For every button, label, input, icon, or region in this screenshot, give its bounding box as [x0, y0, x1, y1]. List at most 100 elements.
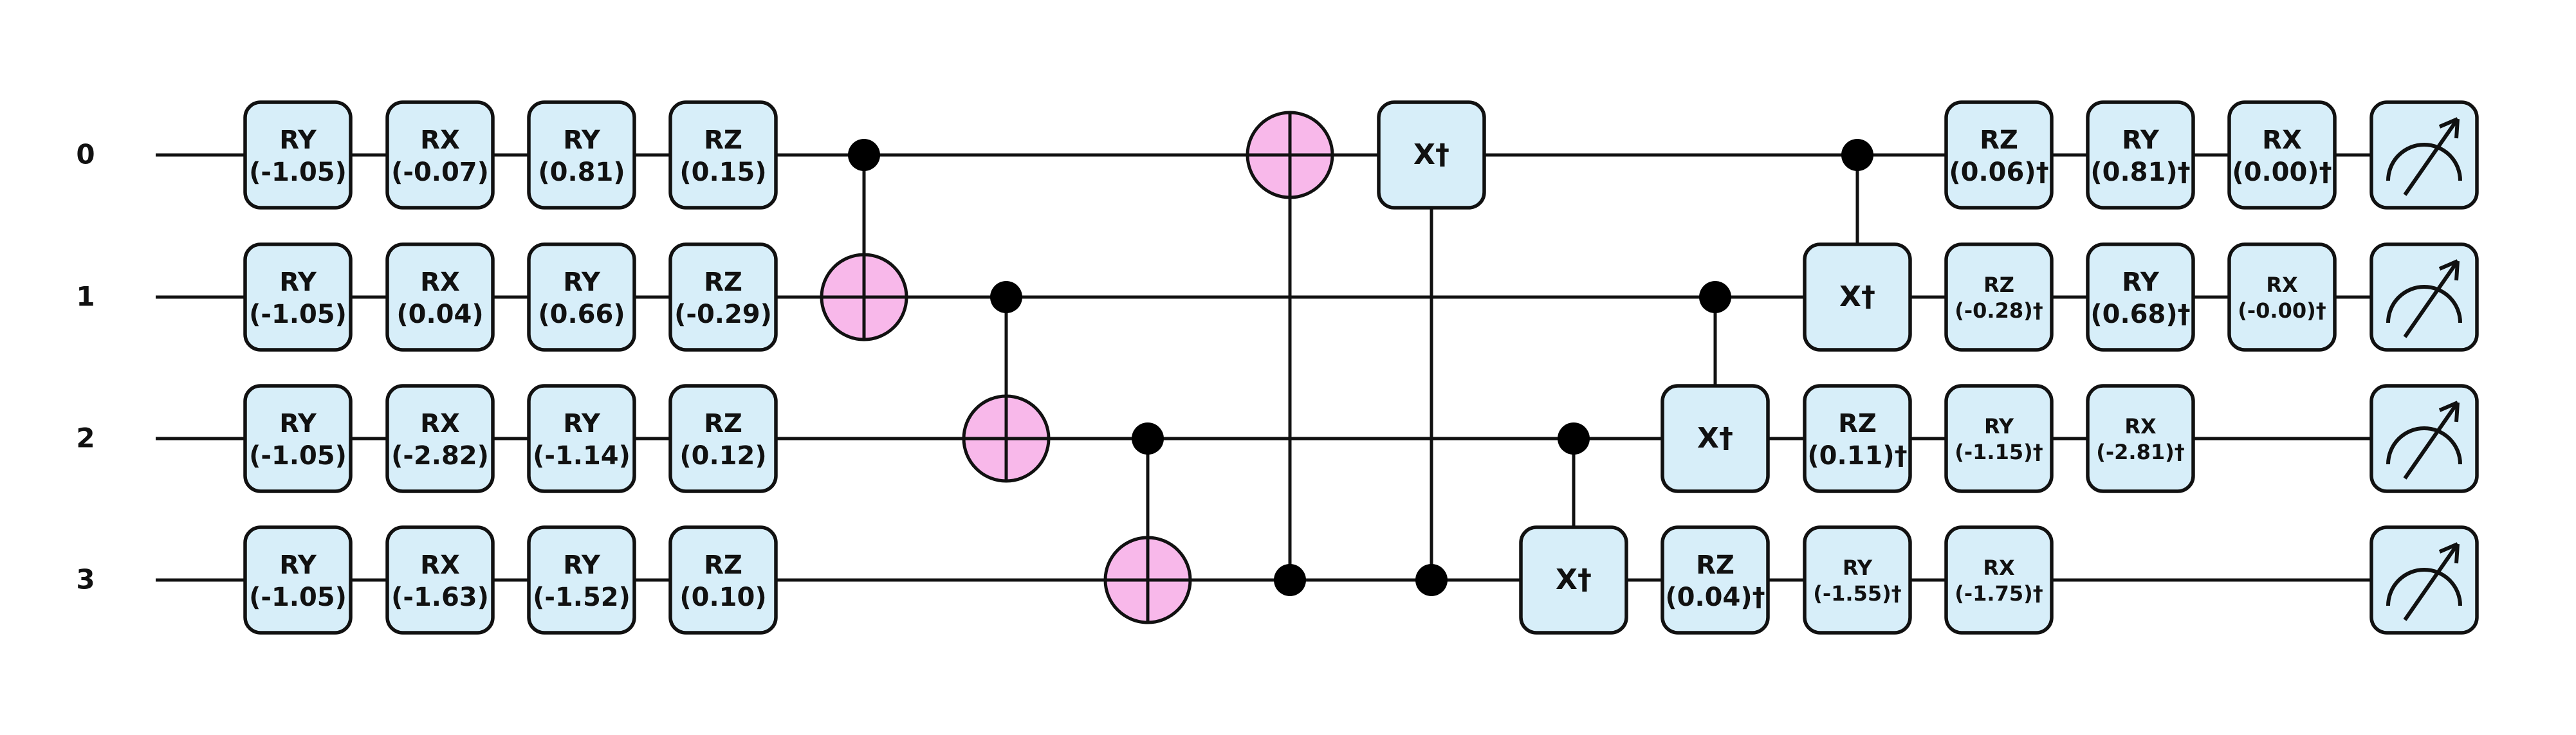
gate-ry: RY (0.66) [527, 242, 636, 352]
gate-ry: RY(-1.15)† [1944, 384, 2054, 493]
gate-parameter: (0.68)† [2090, 300, 2190, 329]
gate-ry: RY (0.81) [527, 100, 636, 210]
wire-label-1: 1 [76, 281, 95, 313]
gate-name: RX [2124, 414, 2157, 439]
gate-name: RZ [704, 268, 742, 297]
measure-icon [2369, 100, 2479, 210]
gate-name: RZ [1980, 125, 2018, 155]
gate-rz: RZ (0.06)† [1944, 100, 2054, 210]
gate-name: RX [2266, 273, 2298, 297]
gate-parameter: (-1.55)† [1813, 581, 1901, 606]
gate-name: RX [420, 125, 460, 155]
gate-parameter: (-1.05) [249, 441, 347, 471]
gate-parameter: (0.06)† [1949, 158, 2048, 187]
gate-parameter: (0.15) [679, 158, 766, 187]
gate-parameter: (-1.15)† [1955, 440, 2043, 464]
gate-name: RY [2122, 125, 2160, 155]
gate-name: RY [563, 125, 601, 155]
gate-parameter: (-1.05) [249, 583, 347, 612]
gate-parameter: (-1.05) [249, 158, 347, 187]
gate-name: X† [1839, 280, 1875, 313]
measure-icon [2369, 525, 2479, 635]
gate-parameter: (0.81) [538, 158, 625, 187]
gate-rx: RX (0.04) [385, 242, 495, 352]
gate-name: RY [563, 268, 601, 297]
gate-parameter: (-2.81)† [2096, 440, 2184, 464]
cnot-target-icon [1103, 536, 1192, 624]
gate-rx: RX (-1.63) [385, 525, 495, 635]
cnot-target-icon [820, 253, 908, 341]
gate-rx: RX(-2.82) [385, 384, 495, 493]
gate-rz: RZ(-0.28)† [1944, 242, 2054, 352]
gate-rz: RZ (0.10) [668, 525, 778, 635]
gate-name: RX [2262, 125, 2302, 155]
control-dot [1841, 139, 1873, 171]
gate-parameter: (-0.28)† [1955, 298, 2043, 323]
measure-icon [2369, 384, 2479, 493]
gate-ry: RY (0.68)† [2086, 242, 2195, 352]
gate-rx: RX (-0.07) [385, 100, 495, 210]
control-dot [1558, 422, 1590, 455]
gate-name: RZ [704, 409, 742, 439]
control-dot [1415, 564, 1448, 596]
gate-parameter: (-1.63) [391, 583, 489, 612]
control-dot [1132, 422, 1164, 455]
gate-ry: RY(-1.05) [243, 525, 353, 635]
control-dot [990, 281, 1022, 313]
gate-ry: RY(-1.14) [527, 384, 636, 493]
gate-name: X† [1697, 422, 1733, 455]
gate-ry: RY (-1.05) [243, 100, 353, 210]
wire-label-3: 3 [76, 564, 95, 595]
gate-parameter: (-0.29) [674, 300, 772, 329]
gate-parameter: (0.00)† [2232, 158, 2332, 187]
gate-name: RY [563, 550, 601, 580]
gates-layer: RY(-1.05)RX(-0.07)RY(0.81)RZ(0.15)RY(-1.… [243, 100, 2479, 635]
gate-rx: RX(-2.81)† [2086, 384, 2195, 493]
cnot-target-icon [1246, 111, 1334, 199]
gate-rx: RX(-0.00)† [2227, 242, 2337, 352]
gate-parameter: (0.04)† [1665, 583, 1765, 612]
gate-name: RY [1843, 556, 1873, 580]
gate-parameter: (-0.00)† [2238, 298, 2326, 323]
gate-x-dagger: X† [1519, 525, 1628, 635]
control-dot [848, 139, 880, 171]
gate-rz: RZ(0.11)† [1803, 384, 1912, 493]
gate-parameter: (-1.14) [533, 441, 630, 471]
gate-parameter: (0.04) [396, 300, 483, 329]
gate-parameter: (0.10) [679, 583, 766, 612]
gate-x-dagger: X† [1661, 384, 1770, 493]
gate-name: RZ [1983, 273, 2014, 297]
gate-rz: RZ(0.12) [668, 384, 778, 493]
gate-parameter: (-0.07) [391, 158, 489, 187]
gate-name: RX [420, 550, 460, 580]
gate-ry: RY(-1.05) [243, 384, 353, 493]
gate-name: RX [420, 409, 460, 439]
measure-icon [2369, 242, 2479, 352]
gate-ry: RY(-1.55)† [1803, 525, 1912, 635]
gate-name: RY [279, 125, 317, 155]
gate-name: RY [1984, 414, 2014, 439]
gate-name: RX [420, 268, 460, 297]
gate-parameter: (0.66) [538, 300, 625, 329]
gate-name: RZ [704, 550, 742, 580]
gate-name: X† [1556, 563, 1592, 596]
gate-rz: RZ (-0.29) [668, 242, 778, 352]
gate-name: RY [2122, 268, 2160, 297]
gate-name: RY [563, 409, 601, 439]
gate-name: RZ [1838, 409, 1877, 439]
gate-rz: RZ(0.04)† [1661, 525, 1770, 635]
gate-ry: RY(0.81)† [2086, 100, 2195, 210]
wire-label-0: 0 [76, 139, 95, 170]
gate-name: RZ [704, 125, 742, 155]
wire-label-2: 2 [76, 422, 95, 454]
gate-ry: RY(-1.05) [243, 242, 353, 352]
gate-rx: RX(-1.75)† [1944, 525, 2054, 635]
gate-parameter: (0.12) [679, 441, 766, 471]
wire-labels-layer: 0 1 2 3 [76, 139, 95, 595]
gate-rx: RX (0.00)† [2227, 100, 2337, 210]
gate-x-dagger: X† [1803, 242, 1912, 352]
control-dot [1699, 281, 1731, 313]
gate-parameter: (-1.75)† [1955, 581, 2043, 606]
gate-name: RY [279, 268, 317, 297]
